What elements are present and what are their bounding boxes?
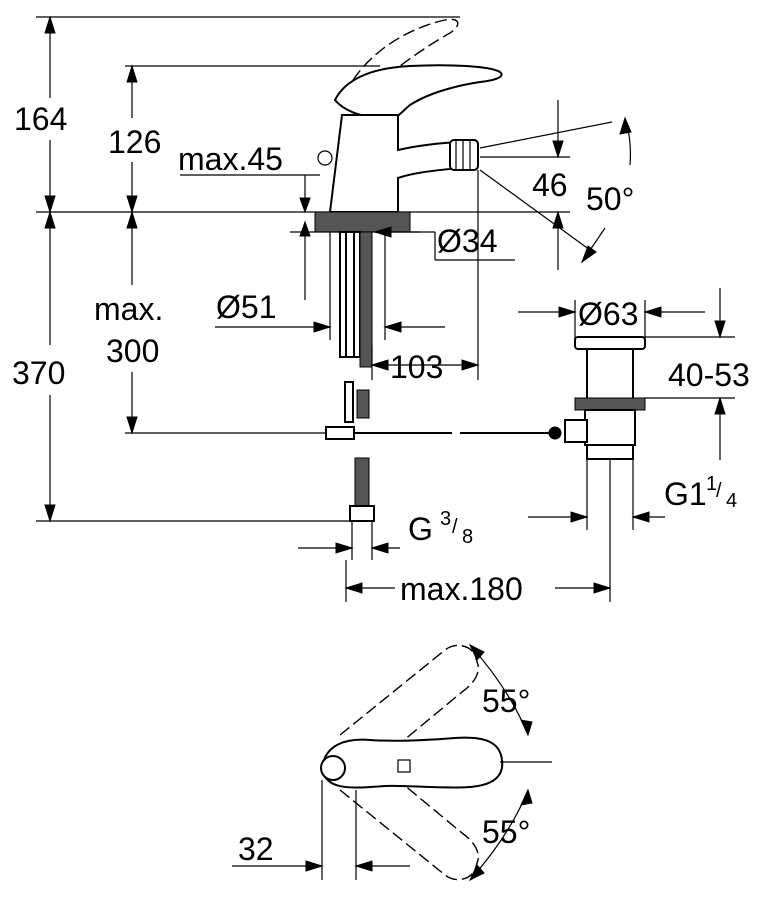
mixer-top-view [232, 643, 552, 882]
label-dia34: Ø34 [437, 223, 497, 259]
drain-assembly [564, 336, 646, 460]
label-40-53: 40-53 [668, 357, 750, 393]
label-126: 126 [108, 124, 161, 160]
label-103: 103 [390, 349, 443, 385]
label-g-numerator: 3 [440, 508, 451, 530]
label-g-slash: / [452, 516, 458, 538]
label-g-denominator: 8 [462, 526, 473, 548]
label-32: 32 [238, 831, 274, 867]
label-max: max. [94, 291, 163, 327]
label-max45: max.45 [178, 141, 283, 177]
dimension-lines-vertical [36, 15, 570, 523]
label-g1-numerator: 1 [706, 473, 717, 495]
label-55-degrees-top: 55° [482, 683, 530, 719]
label-300: 300 [106, 333, 159, 369]
mixer-side-view [290, 18, 562, 522]
label-g1-denominator: 4 [726, 490, 737, 512]
dimension-lines-misc [180, 100, 735, 602]
label-46: 46 [532, 167, 568, 203]
label-dia51: Ø51 [216, 289, 276, 325]
label-dia63: Ø63 [578, 296, 638, 332]
label-max180: max.180 [400, 571, 523, 607]
dimension-labels: 164 126 max.45 46 50° Ø34 Ø51 max. 300 3… [12, 101, 750, 867]
label-g: G [408, 511, 433, 547]
label-g1-slash: / [716, 480, 722, 502]
label-164: 164 [14, 101, 67, 137]
label-55-degrees-bottom: 55° [482, 814, 530, 850]
label-50-degrees: 50° [586, 181, 634, 217]
label-g1: G1 [664, 476, 707, 512]
label-370: 370 [12, 355, 65, 391]
